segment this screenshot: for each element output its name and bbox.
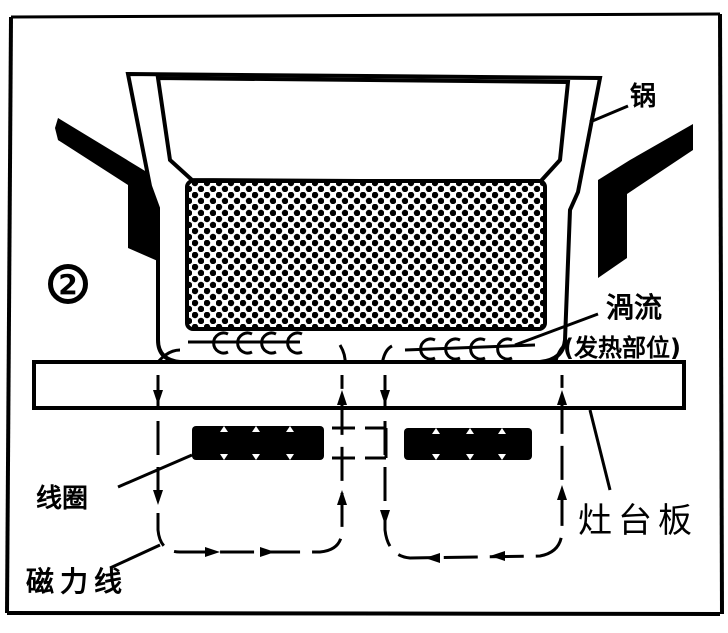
hob-leader-line bbox=[588, 409, 612, 491]
eddy-current-right bbox=[404, 337, 536, 361]
pot-handle-left bbox=[55, 118, 160, 262]
magnetic-field-lines bbox=[156, 375, 564, 560]
magnetic-lines-label: 磁力线 bbox=[26, 565, 129, 598]
magnetic-leader-line bbox=[109, 543, 161, 570]
figure-number-badge: 2 bbox=[48, 264, 88, 304]
field-arrows bbox=[153, 390, 567, 563]
coil-connector bbox=[332, 426, 388, 460]
pot-leader-line bbox=[589, 104, 629, 124]
eddy-current-label: 渦流 bbox=[606, 291, 663, 324]
eddy-leader-line bbox=[514, 312, 599, 347]
coil-left bbox=[192, 426, 324, 460]
figure-frame bbox=[5, 12, 724, 616]
coil-leader-line bbox=[117, 453, 193, 489]
coil-label: 线圈 bbox=[36, 484, 89, 514]
heating-part-label: (发热部位) bbox=[563, 334, 681, 362]
hob-plate bbox=[32, 360, 686, 410]
eddy-current-left bbox=[188, 331, 303, 355]
coil-right bbox=[404, 428, 532, 460]
pot-label: 锅 bbox=[630, 82, 657, 112]
pot-handle-right bbox=[598, 124, 693, 278]
hob-plate-label: 灶台板 bbox=[578, 501, 698, 541]
food-contents bbox=[185, 179, 547, 331]
